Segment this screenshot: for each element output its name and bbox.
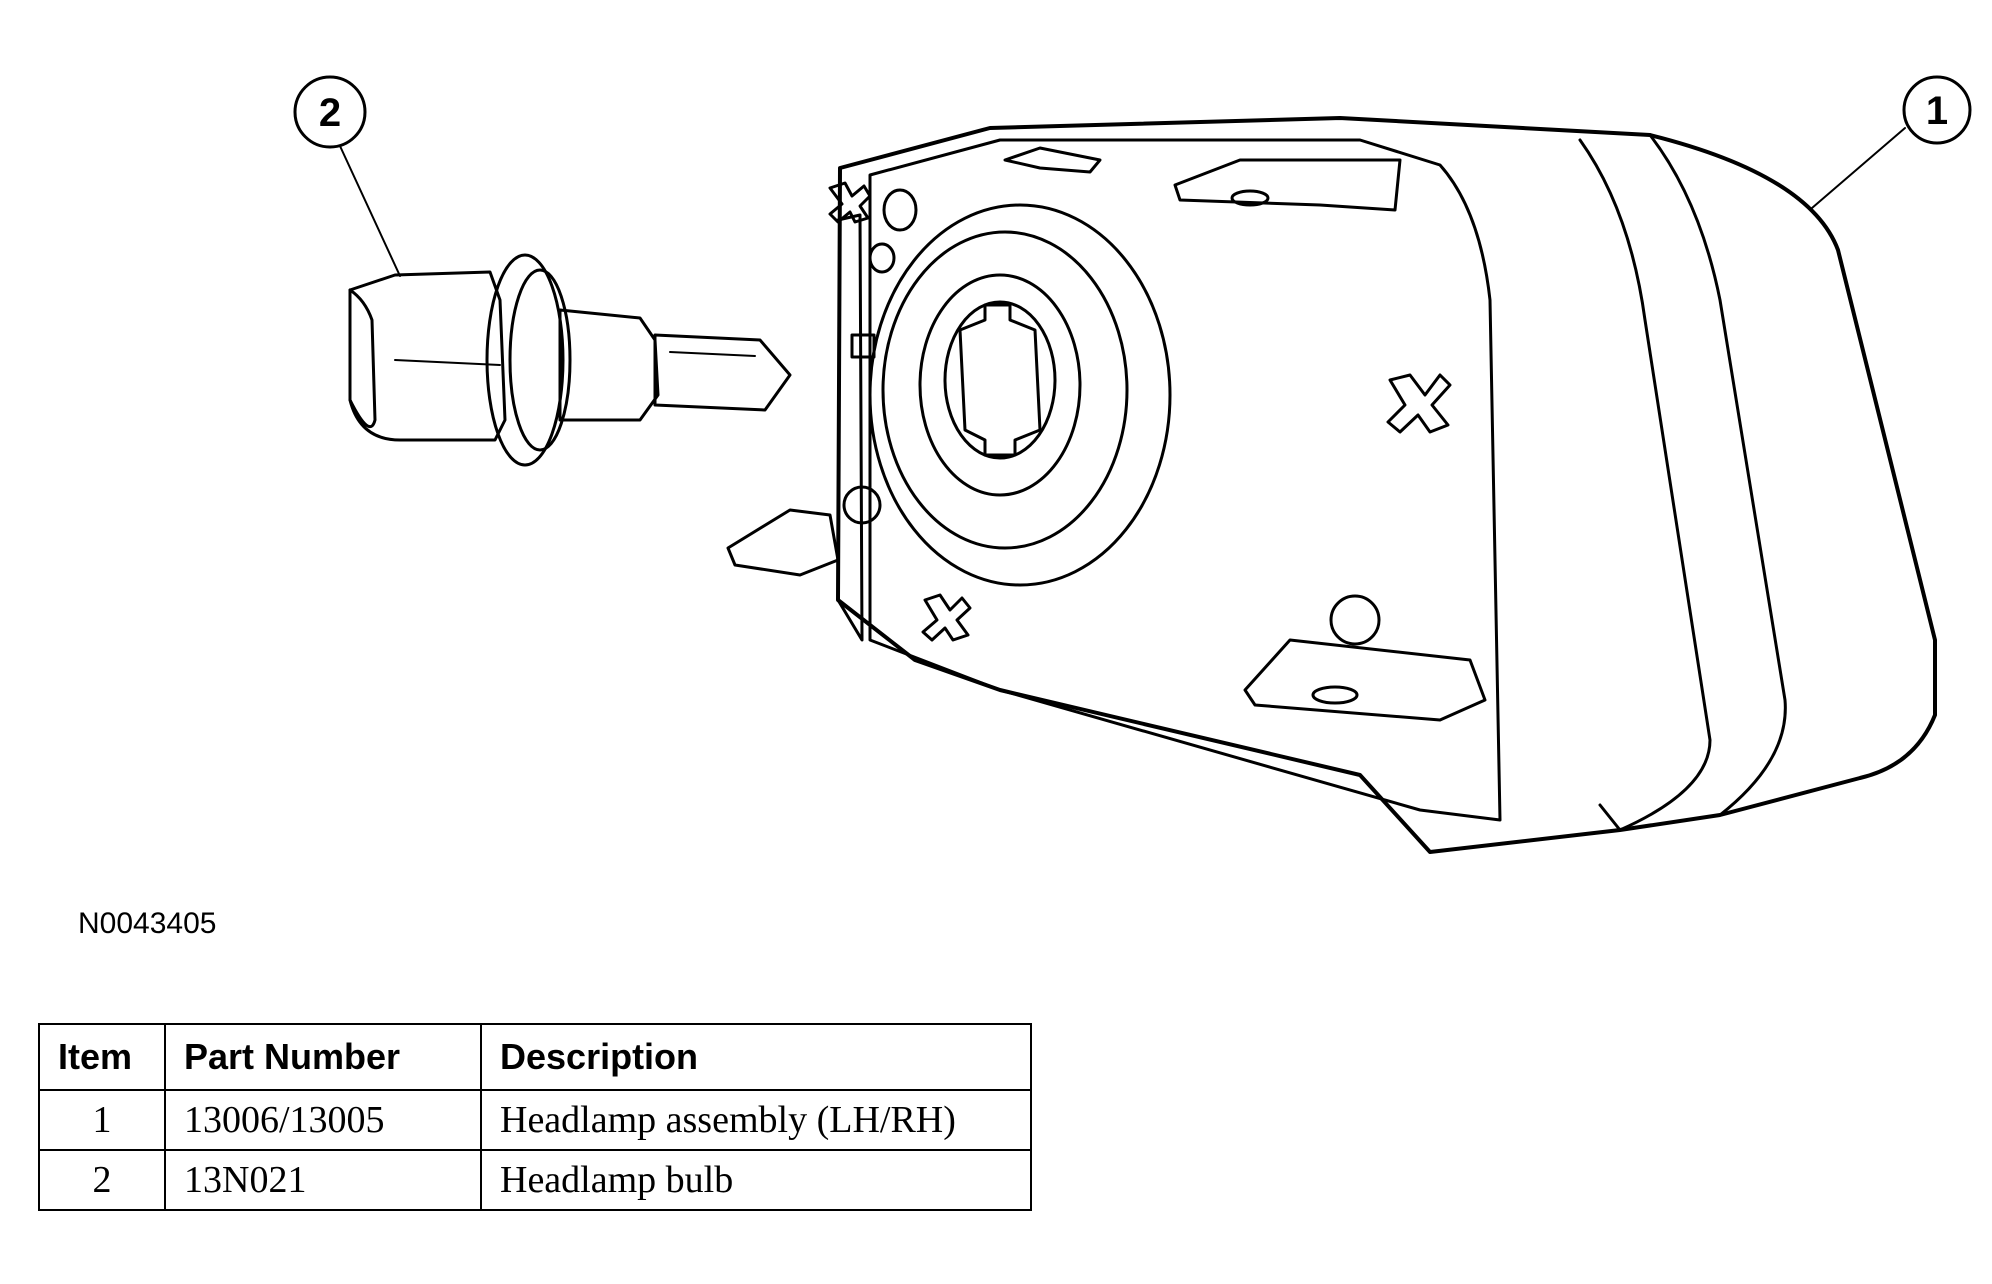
headlamp-exploded-illustration: 1 2 bbox=[293, 75, 1972, 854]
callout-1-label: 1 bbox=[1926, 89, 1948, 133]
bulb-socket-opening bbox=[958, 303, 1042, 457]
table-header-row: Item Part Number Description bbox=[38, 1023, 1032, 1091]
callout-2-label: 2 bbox=[319, 91, 341, 135]
row-item: 2 bbox=[38, 1149, 166, 1211]
row-description: Headlamp bulb bbox=[480, 1149, 1032, 1211]
bulb-connector-face bbox=[348, 288, 377, 429]
row-part-number: 13006/13005 bbox=[164, 1089, 482, 1151]
bulb-connector-body bbox=[348, 270, 507, 442]
row-part-number: 13N021 bbox=[164, 1149, 482, 1211]
leader-line-bulb bbox=[339, 145, 401, 277]
housing-left-flange bbox=[836, 213, 864, 642]
bulb-base bbox=[558, 308, 660, 422]
header-part-number: Part Number bbox=[164, 1023, 482, 1091]
lens-inner-line bbox=[1578, 138, 1712, 832]
housing-bottom-lip bbox=[1358, 773, 1622, 854]
parts-table: Item Part Number Description 1 13006/130… bbox=[38, 1023, 1032, 1211]
headlamp-assembly bbox=[726, 116, 1937, 854]
reflector-outer-ring bbox=[868, 203, 1172, 587]
callout-1: 1 bbox=[1902, 75, 1972, 145]
bulb-locking-ring bbox=[485, 253, 565, 467]
bulb-glass-highlight bbox=[669, 351, 756, 357]
lower-mount-hole bbox=[1311, 685, 1359, 705]
header-description: Description bbox=[480, 1023, 1032, 1091]
fastener-boss-mid bbox=[868, 242, 896, 274]
upper-mount-tab bbox=[1173, 158, 1402, 212]
bulb-glass-capsule bbox=[653, 333, 792, 412]
header-item: Item bbox=[38, 1023, 166, 1091]
bulb-ring-inner bbox=[508, 268, 572, 452]
bulb-socket-ring bbox=[943, 300, 1057, 460]
back-plate bbox=[868, 138, 1502, 822]
upper-left-cross-mark bbox=[828, 181, 872, 224]
housing-outline bbox=[836, 116, 1937, 854]
headlamp-bulb bbox=[348, 253, 792, 467]
callout-2: 2 bbox=[293, 75, 367, 149]
lower-mount-tab bbox=[1243, 638, 1487, 722]
row-description: Headlamp assembly (LH/RH) bbox=[480, 1089, 1032, 1151]
fastener-boss-top bbox=[882, 188, 918, 232]
lens-edge bbox=[1648, 133, 1787, 817]
lower-cross-mark bbox=[921, 593, 972, 642]
adjuster-knob bbox=[1329, 594, 1381, 646]
housing-slot bbox=[850, 333, 876, 359]
side-bracket bbox=[726, 508, 840, 577]
leader-line-assembly bbox=[1811, 127, 1906, 209]
figure-id: N0043405 bbox=[78, 907, 217, 940]
table-row: 2 13N021 Headlamp bulb bbox=[38, 1149, 1032, 1211]
connector-ridge bbox=[394, 359, 501, 366]
table-row: 1 13006/13005 Headlamp assembly (LH/RH) bbox=[38, 1089, 1032, 1151]
row-item: 1 bbox=[38, 1089, 166, 1151]
upper-arrow-mark bbox=[1003, 146, 1102, 174]
reflector-inner-ring bbox=[918, 273, 1082, 497]
reflector-middle-ring bbox=[881, 230, 1129, 550]
upper-mount-hole bbox=[1230, 189, 1270, 207]
aim-cross-mark bbox=[1386, 373, 1452, 434]
